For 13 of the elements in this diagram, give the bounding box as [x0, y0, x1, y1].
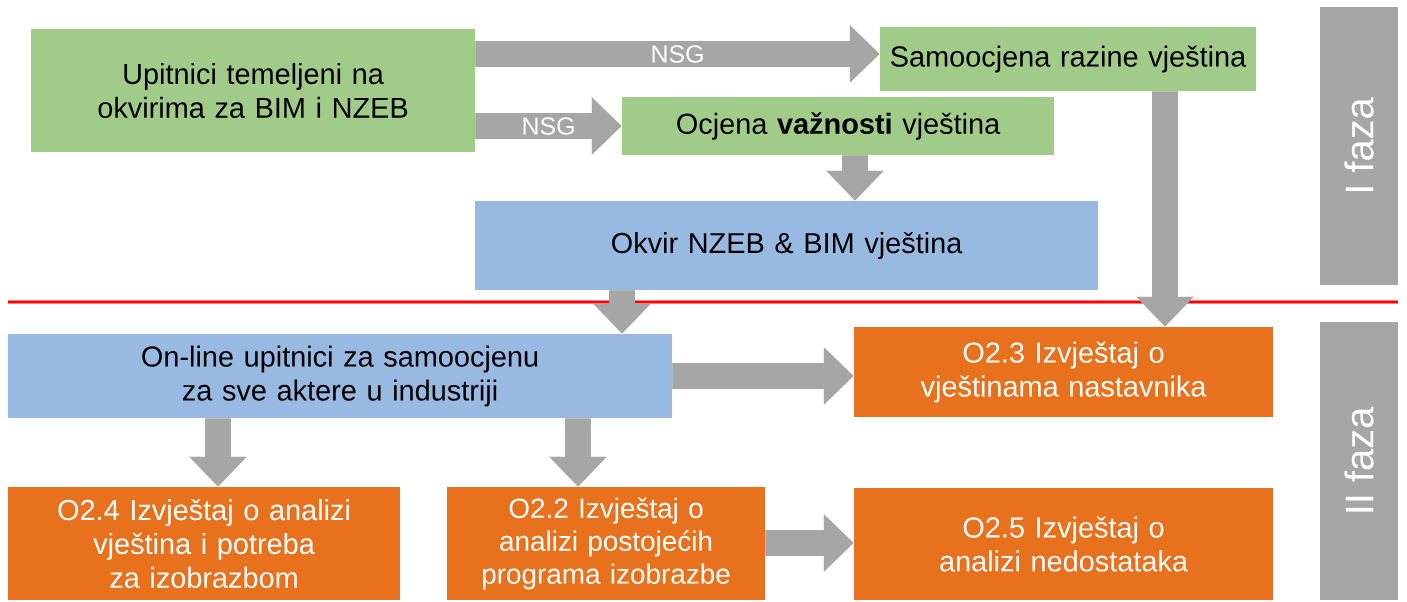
- phase-band: II faza: [1320, 322, 1398, 600]
- process-box: Okvir NZEB & BIM vještina: [475, 201, 1098, 290]
- output-box: O2.3 Izvještaj o vještinama nastavnika: [854, 327, 1273, 417]
- edge-label: NSG: [649, 44, 706, 64]
- output-box: O2.5 Izvještaj o analizi nedostataka: [854, 488, 1273, 600]
- output-box: O2.4 Izvještaj o analizi vještina i potreba za izobrazbom: [8, 487, 400, 600]
- phase-band: I faza: [1320, 7, 1398, 285]
- process-box: Upitnici temeljeni na okvirima za BIM i NZEB: [31, 29, 475, 152]
- output-box: O2.2 Izvještaj o analizi postojećih programa izobrazbe: [447, 487, 765, 600]
- process-box: On-line upitnici za samoocjenu za sve aktere u industriji: [8, 334, 672, 418]
- process-box: Ocjena važnosti vještina: [622, 97, 1054, 155]
- edge-label: NSG: [520, 116, 577, 136]
- process-box: Samoocjena razine vještina: [880, 27, 1256, 91]
